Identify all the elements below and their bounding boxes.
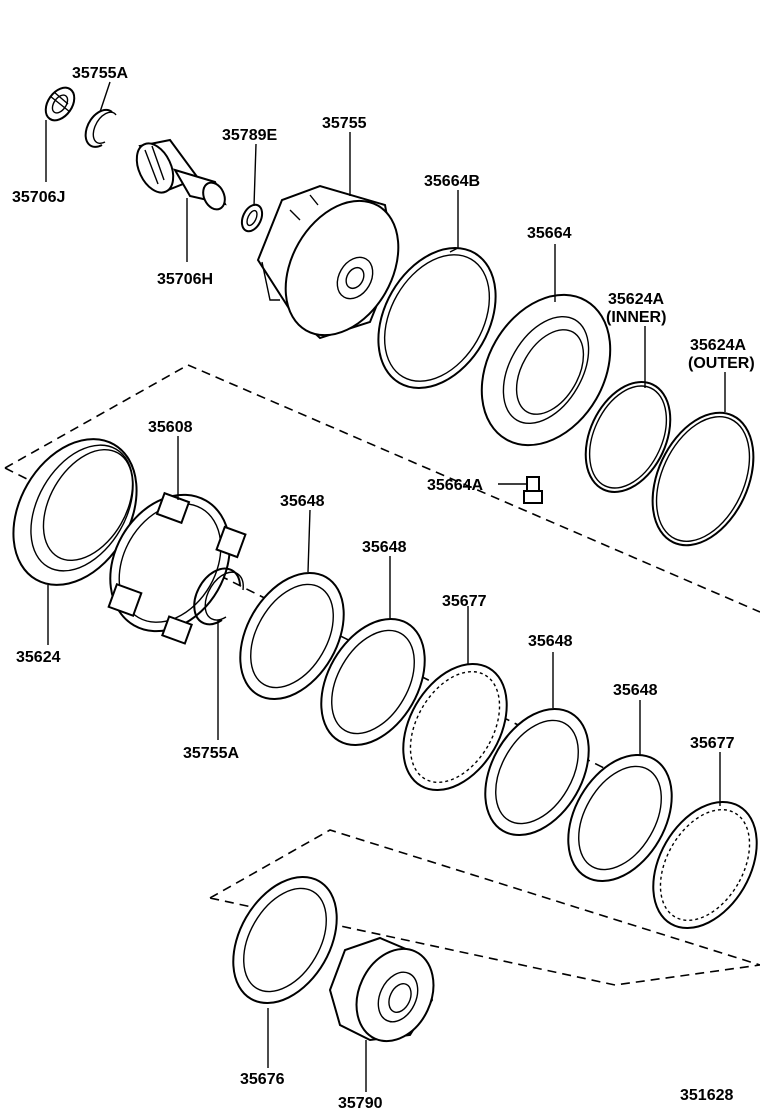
label-35755A-mid: 35755A [183, 745, 239, 762]
label-35648-b: 35648 [362, 539, 407, 556]
clutch-plate-35648-a [239, 571, 345, 701]
o-ring-35624A-inner [584, 381, 672, 493]
piston-ring-35624 [12, 438, 138, 586]
label-35755A-top: 35755A [72, 65, 128, 82]
clutch-hub-35790 [328, 936, 435, 1043]
clutch-disc-35677-b [652, 800, 758, 930]
snap-ring-35755A-top [84, 108, 117, 148]
clutch-plate-35648-c [484, 707, 590, 837]
label-inner-note: (INNER) [606, 309, 666, 326]
label-35664A: 35664A [427, 477, 483, 494]
shaft-35706H [135, 138, 227, 211]
label-35648-a: 35648 [280, 493, 325, 510]
diagram-id: 351628 [680, 1087, 733, 1104]
piston-35664 [480, 293, 612, 447]
clutch-plate-35648-d [567, 753, 673, 883]
label-35664B: 35664B [424, 173, 480, 190]
label-35664: 35664 [527, 225, 572, 242]
label-35706J: 35706J [12, 189, 65, 206]
needle-bearing-35706J [44, 86, 76, 122]
clutch-plate-35648-b [320, 617, 426, 747]
label-35789E: 35789E [222, 127, 277, 144]
label-35624A-inner: 35624A [608, 291, 664, 308]
flange-plate-35676 [232, 875, 338, 1005]
label-35608: 35608 [148, 419, 193, 436]
clutch-drum-35755 [256, 184, 400, 340]
label-35624A-outer: 35624A [690, 337, 746, 354]
leader-lines [45, 81, 726, 1092]
spring-retainer-35608 [107, 491, 247, 645]
label-35790: 35790 [338, 1095, 383, 1112]
label-35676: 35676 [240, 1071, 285, 1088]
label-35648-d: 35648 [613, 682, 658, 699]
bolt-35664A [523, 476, 543, 504]
label-35677-a: 35677 [442, 593, 487, 610]
snap-ring-35755A-mid [193, 567, 244, 626]
label-35648-c: 35648 [528, 633, 573, 650]
washer-35789E [240, 203, 264, 233]
snap-ring-35664B [377, 247, 497, 389]
clutch-disc-35677-a [402, 662, 508, 792]
label-35624: 35624 [16, 649, 61, 666]
label-35706H: 35706H [157, 271, 213, 288]
label-35677-b: 35677 [690, 735, 735, 752]
o-ring-35624A-outer [651, 411, 755, 547]
label-outer-note: (OUTER) [688, 355, 755, 372]
label-35755: 35755 [322, 115, 367, 132]
lower-dashed-boundary [209, 829, 760, 986]
